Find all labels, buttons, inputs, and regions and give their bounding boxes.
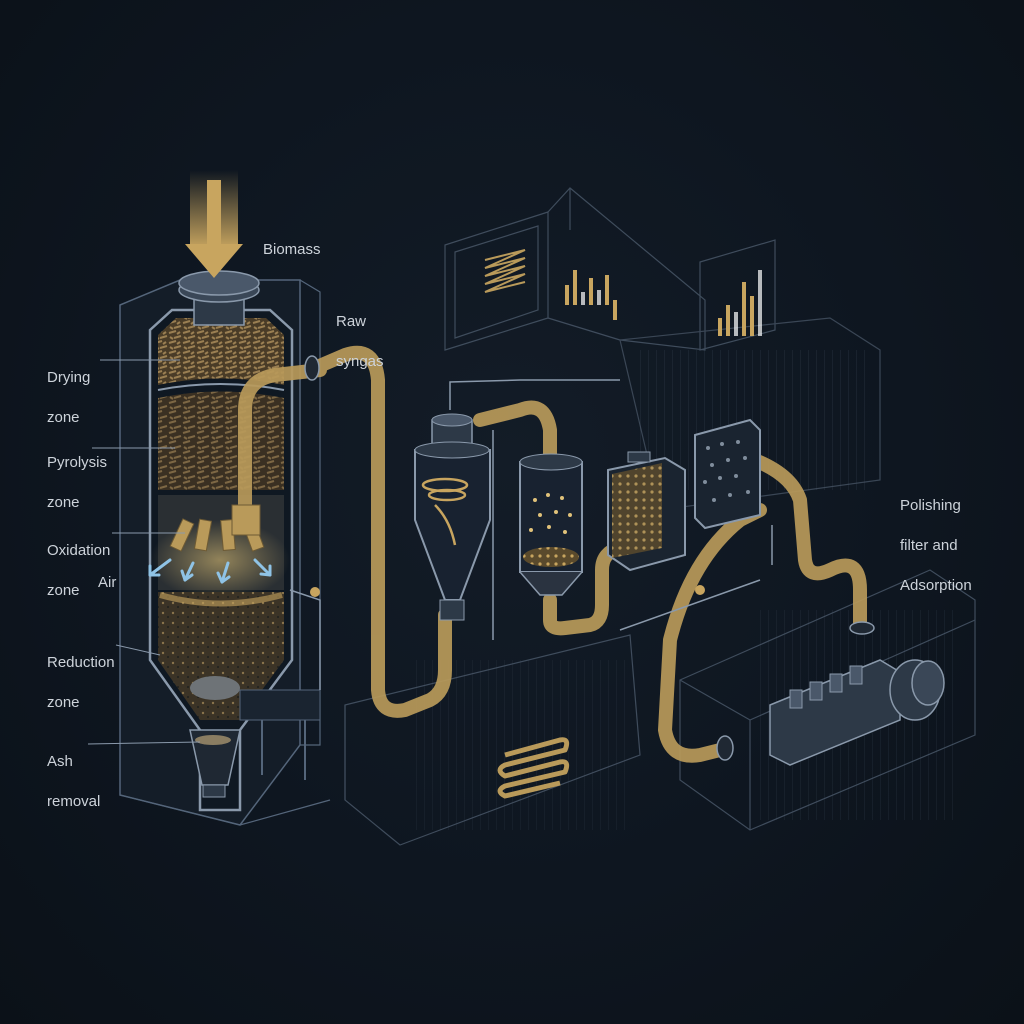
valves-and-lines (289, 379, 773, 690)
ash-removal-label-line1: Ash (47, 753, 73, 770)
polishing-adsorption-unit (694, 418, 761, 530)
pyrolysis-zone-label-line1: Pyrolysis (47, 454, 108, 471)
background-structures (344, 187, 976, 846)
oxidation-zone-label-line2: zone (47, 582, 80, 599)
polishing-adsorption-label: Polishing filter and Adsorption (900, 476, 972, 616)
pyrolysis-zone-label: Pyrolysis zone (47, 433, 107, 533)
cooler-coil-icon (484, 249, 526, 293)
engine-icon (769, 659, 945, 766)
drying-zone-label-line2: zone (47, 409, 80, 426)
syngas-pipe (238, 345, 867, 763)
reduction-bed (158, 592, 284, 720)
cyclone-separator (414, 413, 491, 621)
biomass-label: Biomass (263, 241, 321, 258)
particle-filter (607, 451, 686, 572)
ash-removal-label-line2: removal (47, 793, 101, 810)
air-flow-arrow-icon (148, 558, 272, 584)
reactor-outlet-flange (231, 504, 261, 536)
pyrolysis-bed (158, 391, 284, 490)
pyrolysis-zone-label-line2: zone (47, 494, 80, 511)
polishing-label-line3: Adsorption (900, 577, 972, 594)
scrubber (519, 453, 583, 596)
reduction-zone-label-line1: Reduction (47, 654, 115, 671)
raw-syngas-label-line2: syngas (336, 353, 384, 370)
polishing-label-line2: filter and (900, 537, 958, 554)
pipe-flanges (304, 355, 875, 761)
polishing-label-line1: Polishing (900, 497, 961, 514)
engine-container (679, 569, 976, 831)
oxidation-zone-label-line1: Oxidation (47, 542, 111, 559)
down-arrow-icon (185, 170, 243, 278)
oxidation-zone-label: Oxidation zone (47, 521, 110, 621)
drying-zone-label: Drying zone (47, 348, 90, 448)
gasifier-reactor (119, 270, 331, 826)
reduction-zone-label-line2: zone (47, 694, 80, 711)
raw-syngas-label-line1: Raw (336, 313, 367, 330)
ash-pile (190, 676, 240, 700)
air-label: Air (98, 574, 117, 591)
bar-graph-icon-left (565, 270, 617, 320)
reduction-zone-label: Reduction zone (47, 633, 115, 733)
raw-syngas-label: Raw syngas (336, 292, 384, 392)
monitor-panel-right (699, 239, 776, 351)
annotation-leaders (87, 359, 201, 745)
bar-graph-icon-right (718, 270, 762, 336)
ash-removal-label: Ash removal (47, 732, 100, 832)
drying-zone-label-line1: Drying (47, 369, 91, 386)
heat-exchanger-coil-icon (497, 737, 570, 799)
drying-bed (158, 318, 284, 385)
